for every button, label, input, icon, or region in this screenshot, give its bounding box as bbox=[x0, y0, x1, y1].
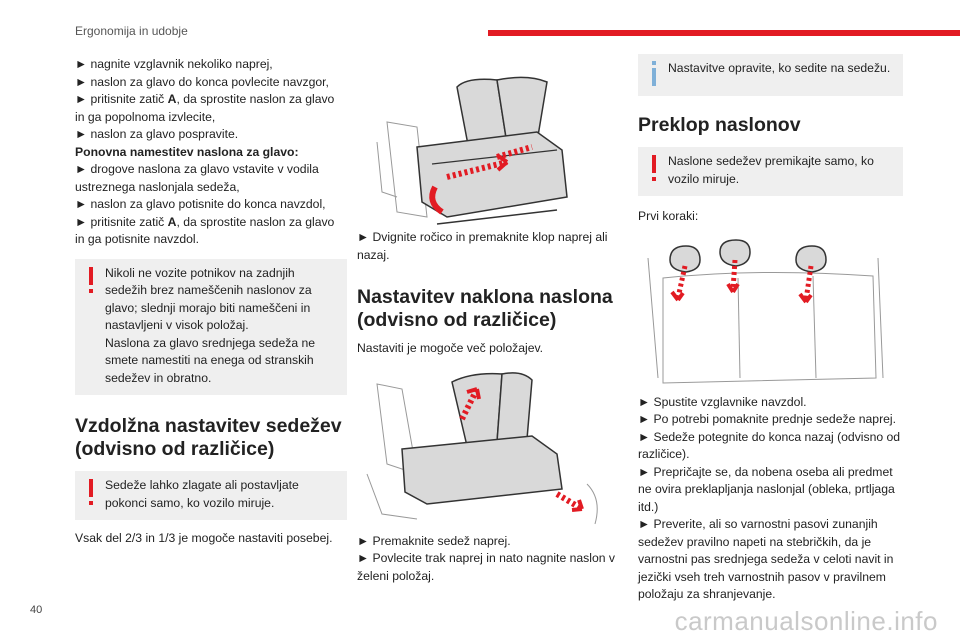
column-middle: ► Dvignite ročico in premaknite klop nap… bbox=[357, 52, 619, 585]
reinstall-title: Ponovna namestitev naslona za glavo: bbox=[75, 144, 347, 162]
page-number: 40 bbox=[30, 604, 43, 616]
seat-slide-illustration bbox=[376, 76, 568, 225]
headrest-removal-steps: ► nagnite vzglavnik nekoliko naprej, ► n… bbox=[75, 56, 347, 249]
arrow-strap-icon bbox=[555, 490, 584, 512]
latch-label: A bbox=[167, 92, 177, 106]
arrow-lift-icon bbox=[429, 185, 444, 215]
step-line: ► naslon za glavo pospravite. bbox=[75, 127, 239, 141]
step-line: ► naslon za glavo potisnite do konca nav… bbox=[75, 197, 326, 211]
step-line: ► naslon za glavo do konca povlecite nav… bbox=[75, 74, 329, 89]
step-line: ► Prepričajte se, da nobena oseba ali pr… bbox=[638, 464, 895, 514]
step-line: ► Povlecite trak naprej in nato nagnite … bbox=[357, 551, 615, 583]
paragraph: Prvi koraki: bbox=[638, 209, 699, 223]
recline-illustration bbox=[366, 371, 598, 524]
warning-box-backrest: Naslone sedežev premikajte samo, ko vozi… bbox=[638, 147, 903, 196]
headrest-right bbox=[795, 244, 827, 273]
paragraph: Vsak del 2/3 in 1/3 je mogoče nastaviti … bbox=[75, 531, 333, 545]
step-line: ► Po potrebi pomaknite prednje sedeže na… bbox=[638, 412, 897, 426]
warning-box-headrests: Nikoli ne vozite potnikov na zadnjih sed… bbox=[75, 258, 347, 395]
warning-text: Nikoli ne vozite potnikov na zadnjih sed… bbox=[105, 265, 312, 333]
figure-headrests-down bbox=[638, 237, 903, 388]
warning-box-fold: Sedeže lahko zlagate ali postavljate pok… bbox=[75, 471, 347, 520]
arrow-forward-icon bbox=[446, 159, 508, 180]
step-line: ► Spustite vzglavnike navzdol. bbox=[638, 394, 807, 409]
info-icon bbox=[648, 60, 660, 90]
running-header: Ergonomija in udobje bbox=[75, 24, 188, 38]
headrests-illustration bbox=[647, 238, 884, 384]
watermark: carmanualsonline.info bbox=[674, 606, 938, 636]
step-line: ► nagnite vzglavnik nekoliko naprej, bbox=[75, 57, 273, 71]
info-text: Nastavitve opravite, ko sedite na sedežu… bbox=[668, 61, 891, 75]
caption-slide: ► Dvignite ročico in premaknite klop nap… bbox=[357, 230, 608, 262]
warning-text: Naslone sedežev premikajte samo, ko vozi… bbox=[668, 154, 874, 186]
step-text: , da sprostite naslon za glavo in ga pop… bbox=[75, 92, 335, 124]
step-line: ► pritisnite zatič A, da sprostite naslo… bbox=[75, 214, 347, 249]
warning-icon bbox=[85, 477, 97, 507]
headrest-left bbox=[669, 244, 701, 273]
info-box-adjust: Nastavitve opravite, ko sedite na sedežu… bbox=[638, 54, 903, 96]
header-accent-bar bbox=[488, 30, 960, 36]
section-heading-fold: Preklop naslonov bbox=[638, 114, 801, 136]
warning-text: Sedeže lahko zlagate ali postavljate pok… bbox=[105, 478, 299, 510]
step-line: ► pritisnite zatič A, da sprostite naslo… bbox=[75, 91, 347, 126]
section-heading-recline: Nastavitev naklona naslona (odvisno od r… bbox=[357, 286, 613, 331]
headrest-center bbox=[719, 238, 751, 267]
warning-icon bbox=[648, 153, 660, 183]
figure-bench-slide bbox=[357, 52, 619, 227]
step-line: ► drogove naslona za glavo vstavite v vo… bbox=[75, 162, 319, 194]
latch-label: A bbox=[167, 214, 177, 229]
step-line: ► Premaknite sedež naprej. bbox=[357, 533, 511, 548]
step-text: ► pritisnite zatič bbox=[75, 92, 168, 106]
step-text: , da sprostite naslon za glavo in ga pot… bbox=[75, 214, 335, 247]
fold-steps: ► Spustite vzglavnike navzdol. ► Po potr… bbox=[638, 394, 903, 604]
warning-icon bbox=[85, 265, 97, 295]
step-line: ► Preverite, ali so varnostni pasovi zun… bbox=[638, 517, 894, 601]
step-line: ► Sedeže potegnite do konca nazaj (odvis… bbox=[638, 429, 901, 462]
column-right: Nastavitve opravite, ko sedite na sedežu… bbox=[638, 54, 903, 604]
step-text: ► pritisnite zatič bbox=[75, 214, 168, 229]
reinstall-title-text: Ponovna namestitev naslona za glavo: bbox=[75, 144, 299, 159]
column-left: ► nagnite vzglavnik nekoliko naprej, ► n… bbox=[75, 56, 347, 548]
caption-recline: ► Premaknite sedež naprej. ► Povlecite t… bbox=[357, 533, 619, 586]
paragraph: Nastaviti je mogoče več položajev. bbox=[357, 341, 544, 355]
figure-backrest-recline bbox=[357, 363, 619, 529]
arrow-down-icon bbox=[730, 259, 738, 290]
section-heading-longitudinal: Vzdolžna nastavitev sedežev (odvisno od … bbox=[75, 415, 342, 460]
warning-text: Naslona za glavo srednjega sedeža ne sme… bbox=[105, 335, 316, 385]
